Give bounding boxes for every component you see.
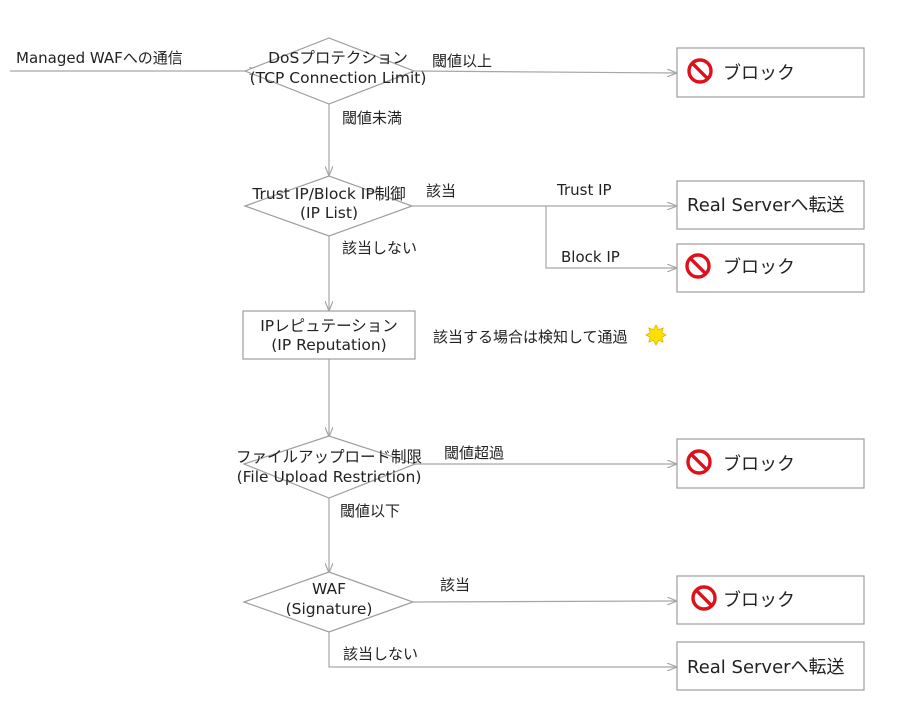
edge-upload-under: 閾値以下: [340, 502, 400, 520]
node-upload-line1: ファイルアップロード制限: [236, 448, 422, 466]
burst-icon: [645, 324, 667, 346]
edge-block-ip: Block IP: [561, 248, 620, 266]
waf-to-forward-arrow: [328, 632, 676, 667]
outcome-forward-trust-label: Real Serverへ転送: [687, 195, 845, 216]
node-iplist-line2: (IP List): [300, 204, 358, 222]
node-iplist-line1: Trust IP/Block IP制御: [251, 185, 405, 203]
node-reputation-line2: (IP Reputation): [271, 336, 386, 354]
edge-dos-over: 閾値以上: [432, 52, 492, 70]
edge-reputation-note: 該当する場合は検知して通過: [433, 328, 628, 346]
edge-iplist-match: 該当: [426, 182, 456, 200]
node-dos-protection: DoSプロテクション (TCP Connection Limit): [243, 37, 427, 105]
outcome-forward-trust: Real Serverへ転送: [676, 180, 865, 230]
outcome-block-upload: ブロック: [676, 438, 865, 489]
node-ip-reputation: IPレピュテーション (IP Reputation): [242, 310, 416, 360]
edge-waf-match: 該当: [440, 576, 470, 594]
waf-to-block-arrow: [412, 601, 676, 602]
connectors: [10, 71, 676, 667]
outcome-block-waf: ブロック: [676, 575, 865, 625]
edge-waf-nomatch: 該当しない: [343, 645, 418, 663]
outcome-block-dos-label: ブロック: [723, 62, 795, 84]
outcome-forward-waf: Real Serverへ転送: [676, 641, 865, 691]
node-waf-line1: WAF: [312, 580, 346, 598]
outcome-block-waf-label: ブロック: [723, 589, 795, 611]
edge-upload-over: 閾値超過: [444, 444, 504, 462]
outcome-block-upload-label: ブロック: [723, 453, 795, 475]
node-file-upload: ファイルアップロード制限 (File Upload Restriction): [236, 435, 422, 499]
entry-label: Managed WAFへの通信: [16, 49, 183, 67]
outcome-block-dos: ブロック: [676, 47, 865, 98]
edge-trust-ip: Trust IP: [556, 181, 612, 199]
node-waf-signature: WAF (Signature): [242, 571, 415, 633]
node-waf-line2: (Signature): [286, 600, 373, 618]
edge-dos-under: 閾値未満: [342, 109, 402, 127]
outcome-forward-waf-label: Real Serverへ転送: [687, 657, 845, 678]
dos-to-block-arrow: [413, 71, 676, 73]
outcome-block-ip-label: ブロック: [723, 256, 795, 278]
node-dos-line1: DoSプロテクション: [268, 49, 408, 67]
node-dos-line2: (TCP Connection Limit): [250, 69, 427, 87]
node-reputation-line1: IPレピュテーション: [260, 317, 398, 335]
node-upload-line2: (File Upload Restriction): [237, 468, 422, 486]
edge-iplist-nomatch: 該当しない: [342, 239, 417, 257]
node-ip-list: Trust IP/Block IP制御 (IP List): [243, 175, 414, 237]
outcome-block-ip: ブロック: [676, 243, 865, 293]
iplist-to-block-arrow: [545, 206, 676, 268]
